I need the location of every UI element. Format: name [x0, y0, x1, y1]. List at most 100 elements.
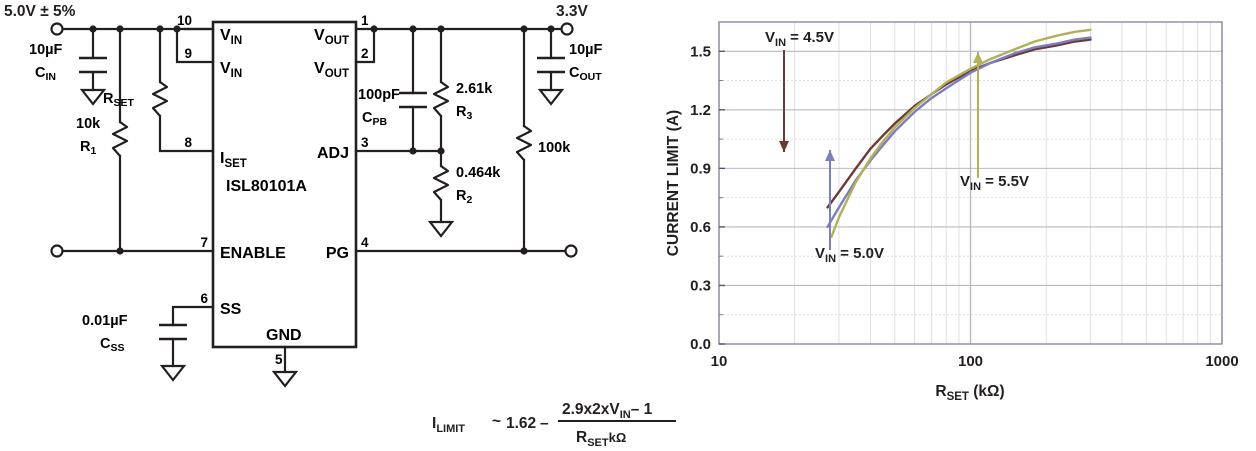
r1-symbol: [111, 120, 129, 158]
pin-label-vin-9: VIN: [220, 60, 242, 80]
junction-dot: [116, 247, 124, 255]
input-voltage-label: 5.0V ± 5%: [4, 3, 76, 20]
cin-value: 10µF: [29, 42, 62, 58]
pin-number-5: 5: [275, 352, 283, 367]
axis-ticks: [719, 50, 725, 345]
pin-label-iset: ISET: [220, 150, 247, 170]
schematic-svg: 5.0V ± 5% 3.3V 10µF CIN 10k R1 RSET 0.01…: [4, 3, 602, 388]
vin-4p5-annotation: VIN = 4.5V: [765, 29, 834, 49]
pin-number-3: 3: [361, 135, 369, 150]
r2-ref: R2: [456, 188, 472, 206]
css-symbol: [159, 323, 187, 341]
y-tick-label: 0.6: [690, 219, 711, 236]
junction-dot: [89, 25, 97, 33]
cout-symbol: [537, 56, 565, 74]
terminal-vout[interactable]: [560, 22, 574, 36]
r1-value: 10k: [76, 116, 101, 132]
junction-dot: [547, 25, 555, 33]
data-series-group: [826, 28, 1092, 238]
junction-dot: [409, 147, 417, 155]
x-axis-title: RSET (kΩ): [935, 383, 1004, 400]
cpb-symbol: [399, 91, 427, 109]
formula-svg: ILIMIT ~ 1.62 – 2.9x2xVIN– 1 RSETkΩ: [432, 401, 676, 449]
junction-dot: [409, 25, 417, 33]
junction-dot: [116, 25, 124, 33]
junction-dot: [520, 25, 528, 33]
r3-symbol: [432, 80, 450, 118]
output-voltage-label: 3.3V: [556, 3, 589, 20]
schematic-diagram: 5.0V ± 5% 3.3V 10µF CIN 10k R1 RSET 0.01…: [4, 3, 602, 388]
pin-number-10: 10: [177, 13, 192, 28]
y-tick-label: 1.5: [690, 43, 711, 60]
pin-number-7: 7: [200, 235, 208, 250]
pin-label-vout-2: VOUT: [314, 60, 349, 80]
junction-dot: [156, 25, 164, 33]
pin-label-vin-10: VIN: [220, 27, 242, 47]
cpb-value: 100pF: [358, 87, 400, 103]
formula-numerator: 2.9x2xVIN– 1: [562, 401, 653, 421]
terminal-pg[interactable]: [564, 244, 578, 258]
ground-symbol-cout: [537, 88, 565, 106]
pin-number-9: 9: [184, 46, 192, 61]
rpg-symbol: [515, 124, 533, 162]
ground-symbol-cin: [79, 88, 107, 106]
junction-dot: [173, 25, 181, 33]
series-line-vin-5-5v: [830, 28, 1092, 238]
r2-symbol: [432, 164, 450, 202]
ground-symbol-gnd: [271, 370, 299, 388]
x-tick-label: 100: [958, 353, 983, 370]
cpb-ref: CPB: [362, 110, 387, 128]
terminal-enable[interactable]: [50, 244, 64, 258]
pin-label-adj: ADJ: [317, 145, 349, 162]
x-axis-tick-labels: 10 100 1000: [711, 353, 1239, 370]
y-axis-tick-labels: 0.00.30.60.91.21.5: [690, 43, 711, 353]
plot-frame: [718, 21, 1223, 345]
rset-ref: RSET: [103, 91, 134, 109]
x-tick-label: 10: [711, 353, 728, 370]
r3-value: 2.61k: [456, 81, 493, 97]
cin-ref: CIN: [35, 65, 56, 83]
y-tick-label: 0.9: [690, 160, 711, 177]
formula-denominator: RSETkΩ: [576, 429, 626, 449]
junction-dot: [520, 247, 528, 255]
css-value: 0.01µF: [82, 313, 128, 329]
formula-minus: –: [540, 415, 549, 432]
junction-dot: [437, 25, 445, 33]
formula-approx: ~: [492, 413, 501, 430]
cout-ref: COUT: [569, 65, 602, 83]
pin-number-4: 4: [361, 235, 369, 250]
annotation-arrow-head: [973, 52, 983, 63]
ic-part-number: ISL80101A: [226, 178, 307, 195]
pin-label-vout-1: VOUT: [314, 27, 349, 47]
junction-dot: [437, 147, 445, 155]
r2-value: 0.464k: [456, 165, 501, 181]
junction-dot: [370, 25, 378, 33]
r1-ref: R1: [80, 139, 96, 157]
pin-number-6: 6: [200, 291, 208, 306]
css-ref: CSS: [100, 336, 125, 354]
annotation-arrow-head: [779, 141, 789, 152]
ground-symbol-r2: [427, 220, 455, 238]
ic-body: [211, 20, 358, 349]
current-limit-formula: ILIMIT ~ 1.62 – 2.9x2xVIN– 1 RSETkΩ: [430, 396, 770, 451]
terminal-vin[interactable]: [50, 22, 64, 36]
cin-symbol: [79, 56, 107, 74]
cout-value: 10µF: [569, 42, 602, 58]
pin-number-8: 8: [184, 135, 192, 150]
ground-symbol-css: [159, 364, 187, 382]
pin-number-2: 2: [361, 46, 369, 61]
formula-constant: 1.62: [506, 415, 536, 432]
vin-5p0-annotation: VIN = 5.0V: [815, 245, 884, 265]
rpg-value: 100k: [538, 140, 571, 156]
pin-number-1: 1: [361, 13, 369, 28]
formula-lhs: ILIMIT: [432, 415, 465, 435]
x-tick-label: 1000: [1205, 353, 1238, 370]
y-tick-label: 1.2: [690, 102, 711, 119]
y-axis-title: CURRENT LIMIT (A): [665, 110, 682, 256]
rset-symbol: [151, 80, 169, 118]
pin-label-enable: ENABLE: [220, 245, 286, 262]
y-tick-label: 0.3: [690, 277, 711, 294]
